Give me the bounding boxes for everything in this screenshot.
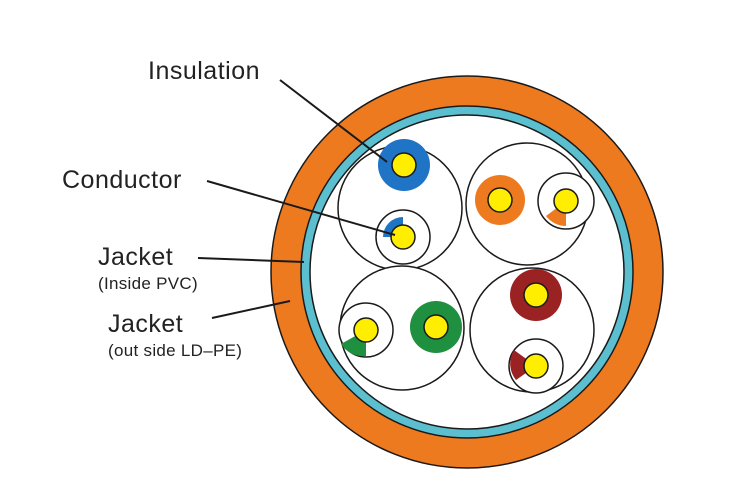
wire-blue-white-conductor — [390, 224, 416, 250]
pair-blue — [337, 139, 463, 271]
pair-brown — [469, 267, 595, 394]
outer-jacket-note: (out side LD–PE) — [108, 341, 243, 360]
pair-green — [338, 265, 465, 391]
conductor-label: Conductor — [62, 166, 182, 194]
wire-brown-white-stripe — [510, 350, 536, 380]
wire-green-conductor — [423, 314, 449, 340]
insulation-leader-line — [279, 79, 388, 163]
outer-jacket-leader-line — [211, 300, 291, 319]
outer-jacket-label: Jacket — [108, 310, 184, 338]
inner-jacket-leader-line — [197, 257, 305, 263]
inner-jacket-note: (Inside PVC) — [98, 274, 198, 293]
wire-blue-conductor — [391, 152, 417, 178]
wire-brown-conductor — [523, 282, 549, 308]
wire-orange-conductor — [487, 187, 513, 213]
wire-orange-white-conductor — [553, 188, 579, 214]
pair-orange — [465, 142, 595, 266]
conductor-leader-line — [206, 180, 396, 236]
wire-green-white-conductor — [353, 317, 379, 343]
wire-brown-white-conductor — [523, 353, 549, 379]
cable-core — [309, 114, 625, 430]
inner-jacket-label: Jacket — [98, 243, 174, 271]
insulation-label: Insulation — [148, 57, 261, 85]
